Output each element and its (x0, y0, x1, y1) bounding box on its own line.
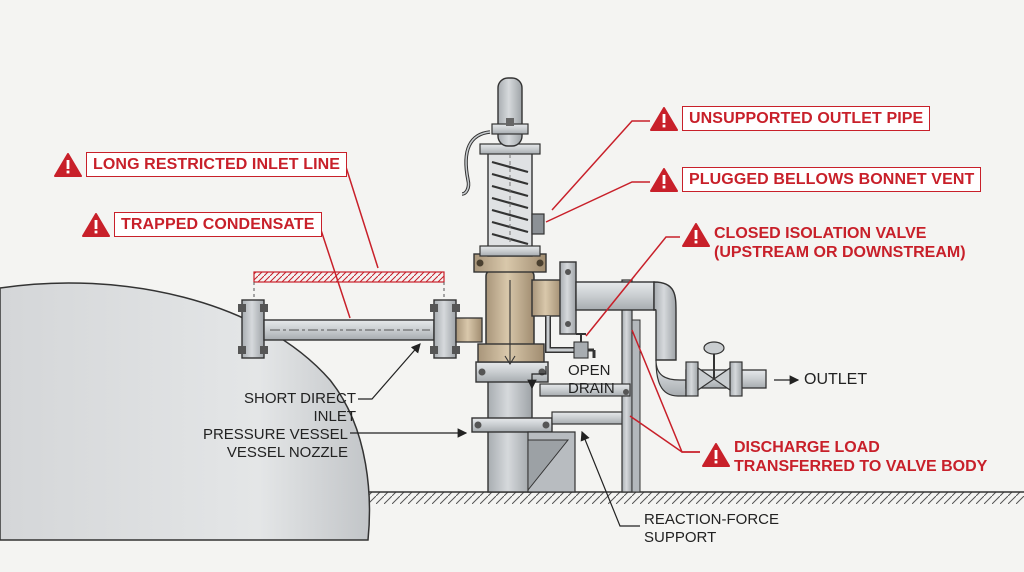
isolation-valve (685, 341, 743, 397)
label-line1: REACTION-FORCE (644, 511, 779, 528)
callout-unsupported-outlet: UNSUPPORTED OUTLET PIPE (650, 106, 931, 132)
callout-text-line1: DISCHARGE LOAD (734, 439, 880, 456)
label-line2: INLET (313, 408, 356, 425)
label-line2: VESSEL NOZZLE (226, 444, 348, 461)
callout-text-line2: TRANSFERRED TO VALVE BODY (734, 458, 988, 475)
callout-text: PLUGGED BELLOWS BONNET VENT (682, 167, 982, 192)
warning-triangle-icon (82, 213, 110, 237)
long-inlet-indicator (253, 271, 445, 300)
outlet-support-frame (539, 279, 641, 493)
vessel-nozzle-flange (238, 299, 268, 359)
relief-valve-body (473, 253, 563, 366)
label-pressure-vessel-nozzle: PRESSURE VESSEL VESSEL NOZZLE (190, 426, 348, 462)
callout-discharge-load: DISCHARGE LOAD TRANSFERRED TO VALVE BODY (702, 436, 987, 476)
callout-text-line2: (UPSTREAM OR DOWNSTREAM) (714, 244, 966, 261)
label-line2: DRAIN (568, 380, 615, 397)
callout-text: TRAPPED CONDENSATE (114, 212, 322, 237)
label-outlet: OUTLET (804, 371, 868, 388)
callout-long-restricted-inlet: LONG RESTRICTED INLET LINE (54, 152, 348, 178)
label-leaders (350, 343, 800, 527)
vessel-nozzle-riser (471, 361, 553, 493)
valve-cap (491, 77, 529, 147)
label-open-drain: OPEN DRAIN (568, 362, 615, 398)
callout-trapped-condensate: TRAPPED CONDENSATE (82, 212, 322, 238)
callout-text: LONG RESTRICTED INLET LINE (86, 152, 348, 177)
warning-triangle-icon (682, 223, 710, 247)
inlet-pipe (263, 319, 435, 341)
callout-plugged-bellows-vent: PLUGGED BELLOWS BONNET VENT (650, 167, 982, 193)
warning-triangle-icon (702, 443, 730, 467)
label-reaction-force-support: REACTION-FORCE SUPPORT (644, 511, 779, 547)
callout-text-line1: CLOSED ISOLATION VALVE (714, 225, 927, 242)
warning-triangle-icon (650, 168, 678, 192)
callout-closed-isolation-valve: CLOSED ISOLATION VALVE (UPSTREAM OR DOWN… (682, 222, 966, 262)
pressure-vessel (0, 282, 371, 541)
warning-triangle-icon (54, 153, 82, 177)
reaction-force-support (527, 411, 637, 493)
label-line2: SUPPORT (644, 529, 717, 546)
open-drain-fitting (545, 316, 596, 359)
label-short-direct-inlet: SHORT DIRECT INLET (230, 390, 356, 426)
label-line1: PRESSURE VESSEL (202, 426, 348, 443)
inlet-valve-flange (430, 299, 483, 359)
ground (360, 491, 1024, 504)
label-line1: SHORT DIRECT (244, 390, 356, 407)
label-line1: OPEN (568, 362, 611, 379)
callout-text: UNSUPPORTED OUTLET PIPE (682, 106, 931, 131)
valve-bonnet-spring (461, 130, 545, 257)
warning-triangle-icon (650, 107, 678, 131)
